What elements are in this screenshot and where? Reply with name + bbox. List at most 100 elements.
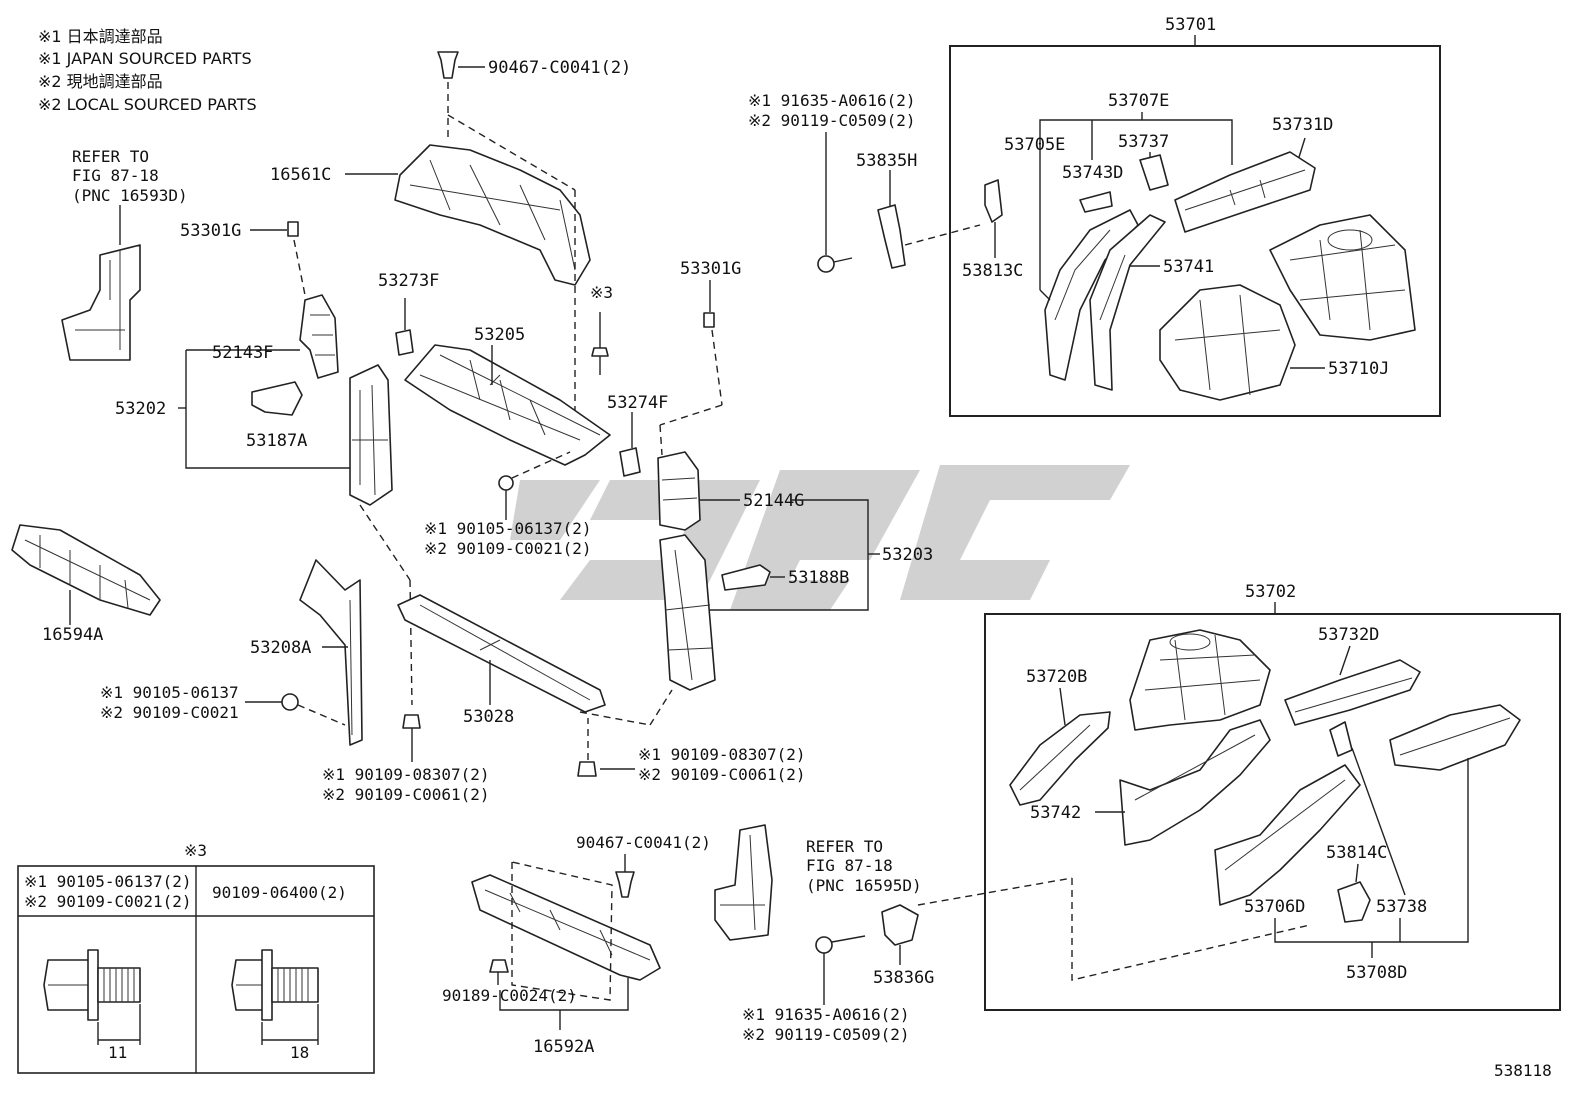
refer-right: REFER TO FIG 87-18 (PNC 16595D) [714, 824, 922, 941]
svg-text:90467-C0041(2): 90467-C0041(2) [576, 833, 711, 852]
part-53301G-right: 53301G [659, 259, 741, 456]
svg-text:53741: 53741 [1163, 257, 1214, 277]
note-local-en: ※2 LOCAL SOURCED PARTS [38, 95, 257, 114]
svg-text:53301G: 53301G [680, 259, 741, 279]
part-53813C: 53813C [962, 179, 1023, 281]
fastener-bolt-center: ※1 90105-06137(2) ※2 90109-C0021(2) [424, 451, 592, 558]
svg-text:53202: 53202 [115, 399, 166, 419]
note-japan-en: ※1 JAPAN SOURCED PARTS [38, 49, 252, 68]
note-local-jp: ※2 現地調達部品 [38, 72, 163, 91]
fastener-bolt-lower-left: ※1 90109-08307(2) ※2 90109-C0061(2) [322, 714, 490, 804]
svg-text:53813C: 53813C [962, 261, 1023, 281]
svg-text:53835H: 53835H [856, 151, 917, 171]
part-52143F: 52143F [186, 294, 339, 379]
svg-text:16594A: 16594A [42, 625, 103, 645]
svg-text:53274F: 53274F [607, 393, 668, 413]
svg-text:90467-C0041(2): 90467-C0041(2) [488, 58, 631, 78]
watermark-logo [510, 465, 1130, 610]
svg-text:FIG 87-18: FIG 87-18 [72, 166, 159, 185]
svg-text:18: 18 [290, 1043, 309, 1062]
svg-text:FIG 87-18: FIG 87-18 [806, 856, 893, 875]
svg-text:53701: 53701 [1165, 15, 1216, 35]
svg-text:53720B: 53720B [1026, 667, 1087, 687]
svg-text:53836G: 53836G [873, 968, 934, 988]
part-53274F: 53274F [607, 393, 668, 477]
svg-text:11: 11 [108, 1043, 127, 1062]
fastener-90189: 90189-C0024(2) [442, 959, 577, 1005]
svg-text:(PNC 16595D): (PNC 16595D) [806, 876, 922, 895]
part-53836G: 53836G [873, 904, 934, 988]
svg-text:※2 90109-C0061(2): ※2 90109-C0061(2) [322, 785, 490, 804]
note-japan-jp: ※1 日本調達部品 [38, 27, 163, 46]
svg-text:※2 90109-C0021(2): ※2 90109-C0021(2) [24, 892, 192, 911]
svg-text:53187A: 53187A [246, 431, 307, 451]
svg-text:※1 90105-06137(2): ※1 90105-06137(2) [424, 519, 592, 538]
svg-text:53707E: 53707E [1108, 91, 1169, 111]
assembly-53702: 53702 53732D 53720B 53742 53814C 53706D … [984, 582, 1561, 1011]
svg-text:53710J: 53710J [1328, 359, 1389, 379]
svg-text:53706D: 53706D [1244, 897, 1305, 917]
assembly-53701: 53701 53707E 53705E 53737 53743D 53731D … [949, 15, 1441, 417]
svg-text:53708D: 53708D [1346, 963, 1407, 983]
fastener-90467-top: 90467-C0041(2) [437, 51, 631, 430]
svg-text:※3: ※3 [590, 283, 613, 302]
part-16561C: 16561C [270, 144, 591, 286]
diagram-number: 538118 [1494, 1061, 1552, 1080]
part-side-support-right [659, 534, 716, 691]
legend-notes: ※1 日本調達部品 ※1 JAPAN SOURCED PARTS ※2 現地調達… [38, 27, 257, 114]
svg-text:53301G: 53301G [180, 221, 241, 241]
part-53208A: 53208A [250, 559, 363, 746]
part-53187A: 53187A [246, 381, 307, 451]
part-side-support-left [349, 364, 413, 706]
svg-text:53208A: 53208A [250, 638, 311, 658]
svg-text:53205: 53205 [474, 325, 525, 345]
svg-text:53273F: 53273F [378, 271, 439, 291]
svg-text:16592A: 16592A [533, 1037, 594, 1057]
svg-text:※1 90109-08307(2): ※1 90109-08307(2) [322, 765, 490, 784]
svg-text:53203: 53203 [882, 545, 933, 565]
fastener-bolt-lower-right: ※1 90109-08307(2) ※2 90109-C0061(2) [577, 718, 806, 784]
svg-text:53814C: 53814C [1326, 843, 1387, 863]
part-16592A: 16592A [471, 861, 661, 1057]
fastener-bolt-left: ※1 90105-06137 ※2 90109-C0021 [100, 683, 346, 726]
svg-text:※1 90105-06137(2): ※1 90105-06137(2) [24, 872, 192, 891]
svg-text:16561C: 16561C [270, 165, 331, 185]
svg-text:※2 90119-C0509(2): ※2 90119-C0509(2) [748, 111, 916, 130]
svg-text:53743D: 53743D [1062, 163, 1123, 183]
svg-text:52144G: 52144G [743, 491, 804, 511]
group-53203: 53203 [710, 499, 933, 611]
part-52144G: 52144G [657, 451, 804, 531]
svg-text:※2 90119-C0509(2): ※2 90119-C0509(2) [742, 1025, 910, 1044]
svg-text:REFER TO: REFER TO [806, 837, 883, 856]
part-53301G-left: 53301G [180, 221, 306, 296]
svg-text:※2 90109-C0021: ※2 90109-C0021 [100, 703, 239, 722]
part-53188B: 53188B [721, 564, 849, 591]
svg-text:53188B: 53188B [788, 568, 849, 588]
svg-text:※1 91635-A0616(2): ※1 91635-A0616(2) [748, 91, 916, 110]
svg-text:※1 91635-A0616(2): ※1 91635-A0616(2) [742, 1005, 910, 1024]
part-53205: 53205 [404, 325, 611, 466]
part-53835H: 53835H [856, 151, 981, 269]
fastener-91635-top: ※1 91635-A0616(2) ※2 90119-C0509(2) [748, 91, 916, 273]
part-16594A: 16594A [11, 524, 161, 645]
fastener-table: ※3 ※1 90105-06137(2) ※2 90109-C0021(2) 9… [17, 841, 375, 1074]
svg-text:※2 90109-C0061(2): ※2 90109-C0061(2) [638, 765, 806, 784]
svg-text:52143F: 52143F [212, 343, 273, 363]
svg-text:90189-C0024(2): 90189-C0024(2) [442, 986, 577, 1005]
svg-text:53738: 53738 [1376, 897, 1427, 917]
svg-text:53731D: 53731D [1272, 115, 1333, 135]
part-53028: 53028 [397, 594, 673, 727]
fastener-90467-bottom: 90467-C0041(2) [576, 833, 711, 898]
svg-text:※2 90109-C0021(2): ※2 90109-C0021(2) [424, 539, 592, 558]
svg-text:53705E: 53705E [1004, 135, 1065, 155]
svg-text:※3: ※3 [184, 841, 207, 860]
svg-text:53737: 53737 [1118, 132, 1169, 152]
part-53273F: 53273F [378, 271, 439, 356]
svg-text:90109-06400(2): 90109-06400(2) [212, 883, 347, 902]
svg-text:(PNC 16593D): (PNC 16593D) [72, 186, 188, 205]
fastener-91635-bottom: ※1 91635-A0616(2) ※2 90119-C0509(2) [742, 935, 910, 1044]
group-53202: 53202 [115, 350, 350, 469]
refer-left: REFER TO FIG 87-18 (PNC 16593D) [61, 147, 188, 361]
svg-text:53742: 53742 [1030, 803, 1081, 823]
